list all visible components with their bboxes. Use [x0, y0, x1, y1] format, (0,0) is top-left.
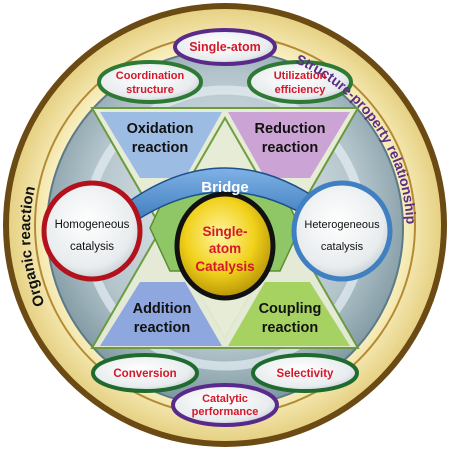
addition-text-2: reaction: [134, 320, 190, 336]
reduction-text-1: Reduction: [255, 121, 326, 137]
selectivity-oval: [251, 353, 359, 393]
catalytic-text-1: Catalytic: [202, 393, 248, 405]
utilization-text-1: Utilization: [274, 70, 327, 82]
reduction-panel: [228, 112, 350, 178]
coupling-text-2: reaction: [262, 320, 318, 336]
single-atom-text: Single-atom: [189, 40, 261, 54]
conversion-text: Conversion: [113, 368, 176, 380]
catalytic-performance-oval: [171, 383, 279, 427]
utilization-oval: [247, 60, 353, 104]
single-atom-oval: [173, 28, 277, 66]
catalytic-text-2: performance: [192, 406, 259, 418]
selectivity-text: Selectivity: [277, 368, 334, 380]
coordination-oval: [97, 60, 203, 104]
center-text-3: Catalysis: [195, 259, 254, 274]
center-text-2: atom: [209, 241, 241, 256]
addition-text-1: Addition: [133, 301, 192, 317]
addition-panel: [100, 282, 222, 346]
bridge-text: Bridge: [201, 179, 249, 196]
utilization-text-2: efficiency: [275, 84, 327, 96]
coupling-panel: [228, 282, 350, 346]
center-circle: [174, 191, 276, 301]
homogeneous-text-1: Homogeneous: [55, 219, 130, 231]
heterogeneous-circle: [291, 180, 393, 282]
homogeneous-circle: [41, 180, 143, 282]
oxidation-text-2: reaction: [132, 140, 188, 156]
homogeneous-text-2: catalysis: [70, 241, 114, 253]
heterogeneous-text-1: Heterogeneous: [304, 219, 380, 231]
oxidation-panel: [100, 112, 222, 178]
coordination-text-2: structure: [126, 84, 174, 96]
coupling-text-1: Coupling: [259, 301, 322, 317]
heterogeneous-text-2: catalysis: [321, 241, 364, 253]
coordination-text-1: Coordination: [116, 70, 185, 82]
oxidation-text-1: Oxidation: [127, 121, 194, 137]
reduction-text-2: reaction: [262, 140, 318, 156]
conversion-oval: [91, 353, 199, 393]
center-text-1: Single-: [202, 224, 247, 239]
